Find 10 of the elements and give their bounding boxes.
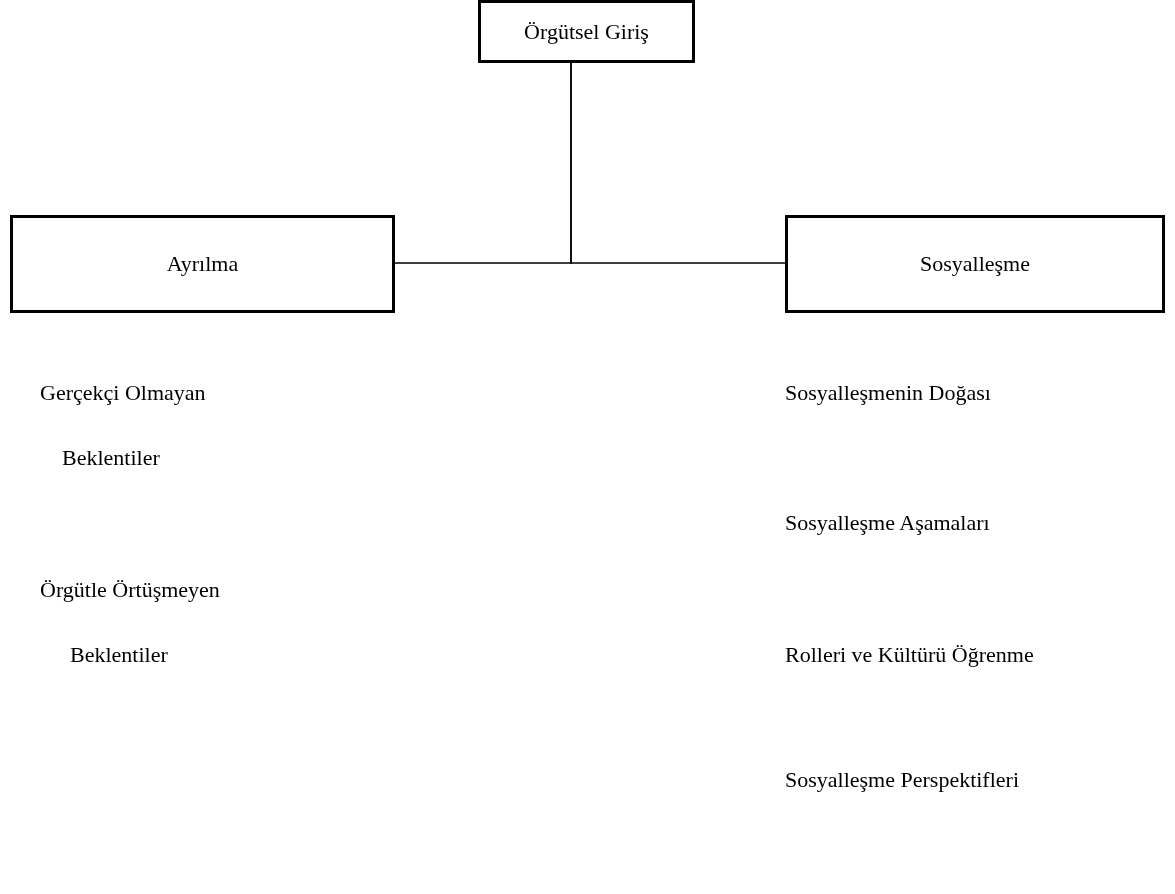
- topic-text: Sosyalleşme Perspektifleri: [785, 766, 1020, 794]
- process-box: Örgütsel Giriş: [478, 0, 695, 63]
- topic-text: Gerçekçi Olmayan Beklentiler: [40, 379, 207, 472]
- connector-line: [570, 62, 786, 264]
- process-box: Ayrılma: [10, 215, 395, 313]
- topic-text: Sosyalleşme Aşamaları: [785, 509, 991, 537]
- topic-text: Sosyalleşmenin Doğası: [785, 379, 992, 407]
- topic-text: Örgütle Örtüşmeyen Beklentiler: [40, 576, 221, 669]
- process-box: Sosyalleşme: [785, 215, 1165, 313]
- topic-text: Rolleri ve Kültürü Öğrenme: [785, 641, 1035, 669]
